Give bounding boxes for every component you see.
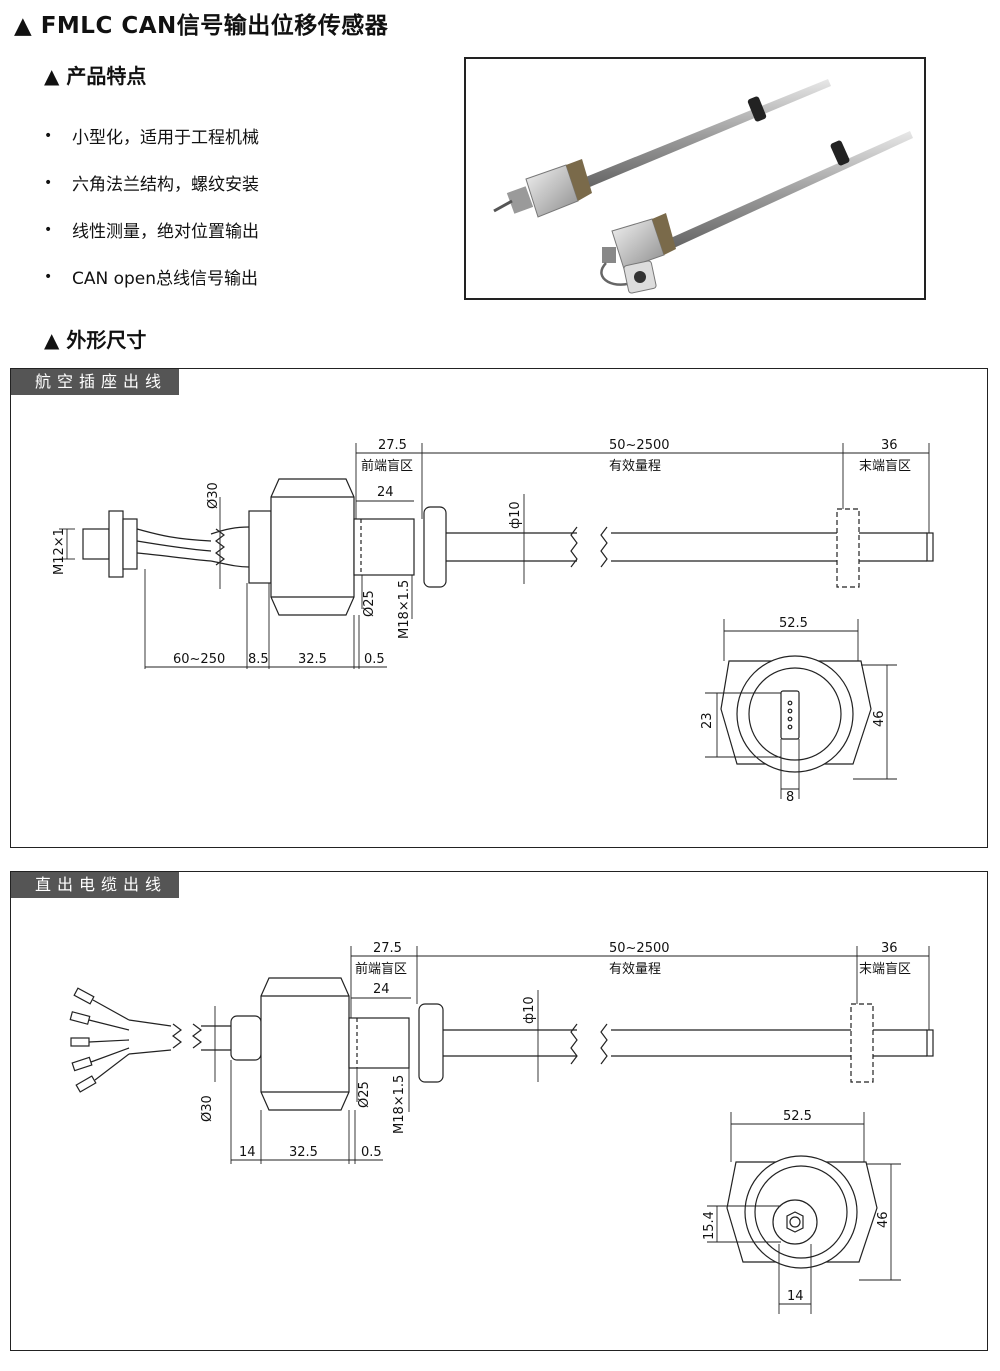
features-list: •小型化，适用于工程机械 •六角法兰结构，螺纹安装 •线性测量，绝对位置输出 •… xyxy=(44,112,259,300)
list-item: •CAN open总线信号输出 xyxy=(44,268,259,290)
dim-hex-height: 46 xyxy=(872,710,887,727)
dim-front-dead: 27.5 xyxy=(378,438,407,453)
dim-range: 50~2500 xyxy=(609,438,670,453)
end-view-connector xyxy=(705,619,897,799)
bullet-icon: • xyxy=(44,174,53,191)
dim-range-label: 有效量程 xyxy=(609,459,661,474)
dim-front-dead-label: 前端盲区 xyxy=(355,961,407,977)
dim-end-dead: 36 xyxy=(881,941,898,956)
page-title: ▲ FMLC CAN信号输出位移传感器 xyxy=(14,13,389,39)
dim-end-dead-label: 末端盲区 xyxy=(859,458,911,474)
dim-front-dead-label: 前端盲区 xyxy=(361,458,413,474)
dim-connector-height: 23 xyxy=(700,712,715,729)
drawing-panel-connector: 航空插座出线 xyxy=(10,368,988,848)
dim-range-label: 有效量程 xyxy=(609,962,661,977)
dim-end-dead: 36 xyxy=(881,438,898,453)
dim-0-5: 0.5 xyxy=(364,652,385,667)
dim-end-dead-label: 末端盲区 xyxy=(859,961,911,977)
features-heading: ▲ 产品特点 xyxy=(44,64,147,88)
dim-m18: M18×1.5 xyxy=(392,1075,407,1134)
bullet-icon: • xyxy=(44,127,53,144)
dim-thread-len: 24 xyxy=(377,485,394,500)
dim-gland-width: 14 xyxy=(787,1289,804,1304)
panel-tab: 航空插座出线 xyxy=(11,369,180,395)
product-photo xyxy=(464,57,926,300)
dimensions-heading: ▲ 外形尺寸 xyxy=(44,328,147,352)
dim-m12: M12×1 xyxy=(52,528,67,575)
list-item: •小型化，适用于工程机械 xyxy=(44,127,259,149)
dim-m18: M18×1.5 xyxy=(397,580,412,639)
panel-tab: 直出电缆出线 xyxy=(11,872,180,898)
bullet-icon: • xyxy=(44,268,53,285)
connector-drawing xyxy=(82,510,250,578)
dim-32-5: 32.5 xyxy=(298,652,327,667)
dim-cable-len: 60~250 xyxy=(173,652,225,667)
dim-range: 50~2500 xyxy=(609,941,670,956)
dim-phi10: ф10 xyxy=(508,501,523,529)
bullet-icon: • xyxy=(44,221,53,238)
dim-dia25: Ø25 xyxy=(362,590,377,617)
dim-gland-height: 15.4 xyxy=(702,1211,717,1240)
dim-dia30: Ø30 xyxy=(200,1095,215,1122)
dim-connector-width: 8 xyxy=(786,790,794,805)
list-item: •线性测量，绝对位置输出 xyxy=(44,221,259,243)
drawing-panel-cable: 直出电缆出线 xyxy=(10,871,988,1351)
dim-front-dead: 27.5 xyxy=(373,941,402,956)
cable-wires-drawing xyxy=(69,987,231,1093)
dim-hex-width: 52.5 xyxy=(783,1109,812,1124)
dim-phi10: ф10 xyxy=(522,996,537,1024)
dim-8-5: 8.5 xyxy=(248,652,269,667)
dim-dia25: Ø25 xyxy=(357,1081,372,1108)
dim-14: 14 xyxy=(239,1145,256,1160)
dim-dia30: Ø30 xyxy=(206,482,221,509)
dim-hex-height: 46 xyxy=(876,1211,891,1228)
dim-thread-len: 24 xyxy=(373,982,390,997)
list-item: •六角法兰结构，螺纹安装 xyxy=(44,174,259,196)
end-view-cable xyxy=(707,1112,901,1314)
dim-32-5: 32.5 xyxy=(289,1145,318,1160)
dim-hex-width: 52.5 xyxy=(779,616,808,631)
dim-0-5: 0.5 xyxy=(361,1145,382,1160)
